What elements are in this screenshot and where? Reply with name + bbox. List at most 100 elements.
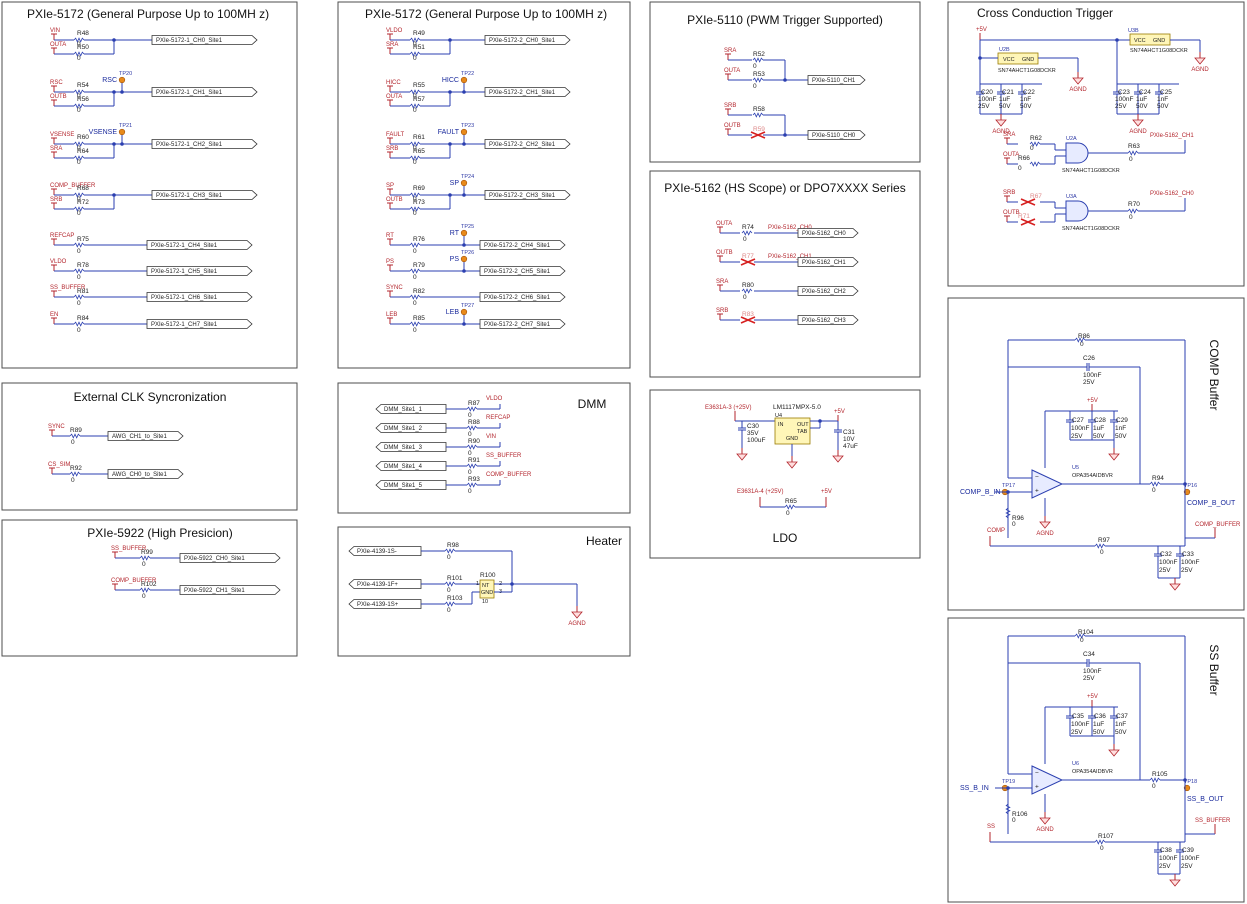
test-point-label: LEB bbox=[446, 309, 460, 316]
port-label: DMM_Site1_4 bbox=[384, 464, 423, 470]
cap-value: 1nF bbox=[1115, 721, 1126, 728]
cap-voltage: 25V bbox=[1115, 103, 1127, 110]
dnp-x-mark bbox=[740, 258, 756, 266]
resistor-ref: R105 bbox=[1152, 771, 1168, 778]
port-label: DMM_Site1_5 bbox=[384, 483, 423, 489]
resistor-value: 0 bbox=[447, 554, 451, 561]
opamp-minus: − bbox=[1035, 770, 1039, 777]
resistor-symbol bbox=[139, 587, 151, 593]
scope-port bbox=[797, 228, 859, 238]
cap-ref: C21 bbox=[1002, 89, 1014, 96]
ic-name: LM1117MPX-5.0 bbox=[773, 404, 821, 411]
junction-dot bbox=[462, 269, 466, 273]
agnd-label: AGND bbox=[992, 129, 1010, 135]
port-label: PXIe-5162_CH0 bbox=[802, 231, 846, 237]
net-label: OUTB bbox=[1003, 210, 1020, 216]
resistor-symbol bbox=[1029, 161, 1041, 167]
cap-ref: C32 bbox=[1160, 551, 1172, 558]
cap-ref: C25 bbox=[1160, 89, 1172, 96]
resistor-symbol bbox=[409, 268, 421, 274]
junction-dot bbox=[462, 142, 466, 146]
ic-pin: TAB bbox=[797, 429, 808, 435]
net-label: SS bbox=[987, 824, 995, 830]
channel-port bbox=[484, 190, 571, 200]
resistor-value: 0 bbox=[468, 469, 472, 476]
resistor-value: 0 bbox=[447, 587, 451, 594]
panel-title: PXIe-5162 (HS Scope) or DPO7XXXX Series bbox=[664, 181, 905, 195]
net-label: COMP_BUFFER bbox=[50, 183, 96, 189]
net-label: OUTB bbox=[386, 197, 403, 203]
resistor-value: 0 bbox=[142, 561, 146, 568]
net-label: E3631A-3 (+25V) bbox=[705, 405, 752, 411]
net-label: RT bbox=[386, 233, 394, 239]
resistor-ref: R64 bbox=[77, 148, 89, 155]
test-point-icon bbox=[460, 128, 468, 136]
cap-ref: C28 bbox=[1094, 417, 1106, 424]
test-point-ref: TP18 bbox=[1184, 779, 1197, 785]
resistor-symbol bbox=[741, 288, 753, 294]
resistor-value: 0 bbox=[413, 41, 417, 48]
port-label: PXIe-5922_CH0_Site1 bbox=[184, 556, 245, 562]
resistor-value: 0 bbox=[413, 107, 417, 114]
resistor-symbol bbox=[73, 89, 85, 95]
port-label: PXIe-5172-1_CH5_Site1 bbox=[151, 269, 218, 275]
agnd-label: AGND bbox=[1191, 67, 1209, 73]
channel-port bbox=[151, 87, 258, 97]
resistor-symbol bbox=[1127, 208, 1139, 214]
heater-ref: R100 bbox=[480, 572, 496, 579]
resistor-symbol bbox=[73, 294, 85, 300]
resistor-ref: R49 bbox=[413, 30, 425, 37]
panel-pxie-5922 bbox=[1, 519, 298, 657]
resistor-symbol bbox=[139, 555, 151, 561]
resistor-symbol bbox=[409, 192, 421, 198]
net-label: E3631A-4 (+25V) bbox=[737, 489, 784, 495]
net-label: PXIe-5162_CH1 bbox=[768, 254, 812, 260]
net-label: SS_BUFFER bbox=[111, 546, 147, 552]
resistor-symbol bbox=[409, 89, 421, 95]
resistor-ref: R90 bbox=[468, 438, 480, 445]
channel-port bbox=[151, 190, 258, 200]
cap-voltage: 25V bbox=[1181, 863, 1193, 870]
resistor-value: 0 bbox=[1030, 145, 1034, 152]
test-point-label: HICC bbox=[442, 77, 459, 84]
net-label: PXIe-5162_CH0 bbox=[1150, 191, 1194, 197]
junction-dot bbox=[462, 322, 466, 326]
panel-title: PXIe-5172 (General Purpose Up to 100MH z… bbox=[27, 7, 269, 21]
net-label: REFCAP bbox=[50, 233, 74, 239]
port-label: PXIe-4139-1S- bbox=[357, 549, 397, 555]
panel-ss-buffer bbox=[947, 617, 1245, 903]
junction-dot bbox=[818, 419, 822, 423]
panel-ldo bbox=[649, 389, 921, 559]
resistor-ref: R104 bbox=[1078, 629, 1094, 636]
resistor-ref: R58 bbox=[753, 106, 765, 113]
opamp-symbol bbox=[1031, 765, 1064, 795]
resistor-value: 0 bbox=[77, 93, 81, 100]
ground-icon bbox=[1039, 521, 1051, 529]
test-point-ref: TP19 bbox=[1002, 779, 1015, 785]
resistor-symbol bbox=[73, 103, 85, 109]
resistor-ref: R72 bbox=[77, 199, 89, 206]
port-label: PXIe-5172-2_CH6_Site1 bbox=[484, 295, 551, 301]
heater-pin-label: NT bbox=[482, 583, 490, 589]
panel-title: COMP Buffer bbox=[1207, 340, 1221, 411]
net-label: +5V bbox=[1087, 694, 1098, 700]
ic-pin: IN bbox=[778, 422, 784, 428]
port-label: PXIe-5172-1_CH1_Site1 bbox=[156, 90, 223, 96]
net-label: COMP_BUFFER bbox=[486, 472, 532, 478]
resistor-symbol bbox=[409, 155, 421, 161]
net-label: SRB bbox=[50, 197, 62, 203]
clock-port bbox=[107, 469, 184, 479]
opamp-name: OPA354AIDBVR bbox=[1072, 769, 1113, 775]
clock-port bbox=[107, 431, 184, 441]
resistor-symbol bbox=[73, 155, 85, 161]
net-label: SS_BUFFER bbox=[1195, 818, 1231, 824]
resistor-value: 0 bbox=[77, 274, 81, 281]
panel-heater bbox=[337, 526, 631, 657]
resistor-symbol bbox=[409, 37, 421, 43]
test-point-icon bbox=[1183, 784, 1191, 792]
cap-ref: C27 bbox=[1072, 417, 1084, 424]
net-label: VSENSE bbox=[50, 132, 74, 138]
net-label: COMP_B_IN bbox=[960, 489, 1000, 496]
resistor-ref: R107 bbox=[1098, 833, 1114, 840]
dnp-x-mark bbox=[740, 316, 756, 324]
